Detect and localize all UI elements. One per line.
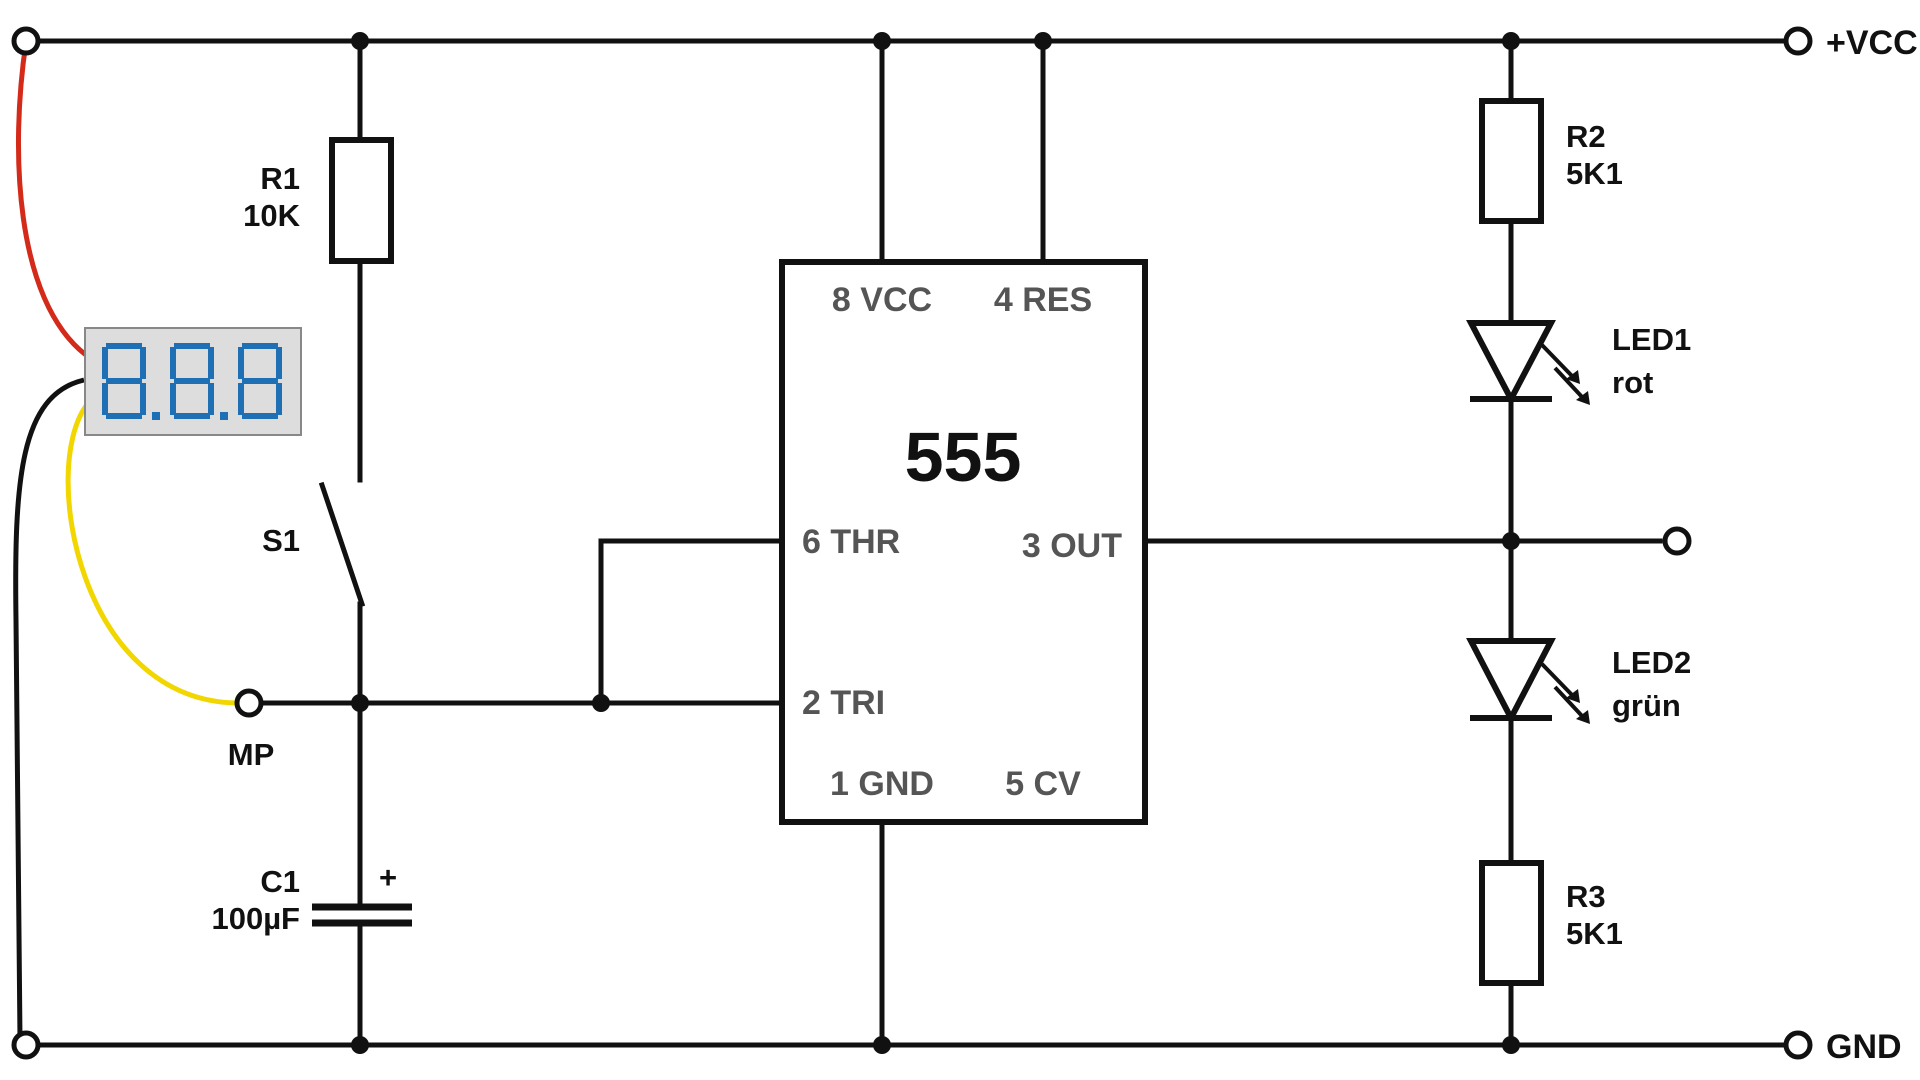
junction-dot bbox=[1502, 32, 1520, 50]
r2-name-label: R2 bbox=[1566, 119, 1606, 154]
terminal-out bbox=[1662, 526, 1692, 556]
mp-label: MP bbox=[228, 737, 275, 772]
ic-pin4-label: 4 RES bbox=[994, 281, 1092, 319]
c1-polarity-label: + bbox=[379, 860, 397, 895]
r3-resistor bbox=[1479, 860, 1544, 986]
yellow-lead-wire bbox=[65, 404, 237, 706]
junction-dot bbox=[592, 694, 610, 712]
led1-arrow-1 bbox=[1566, 370, 1580, 384]
led2-arrow-1 bbox=[1566, 689, 1580, 703]
junction-dot bbox=[351, 32, 369, 50]
led2-arrow-2 bbox=[1576, 710, 1590, 724]
junction-dot bbox=[873, 1036, 891, 1054]
black-lead-wire bbox=[13, 377, 85, 1041]
thr-wire bbox=[598, 538, 785, 706]
terminal-top-left bbox=[11, 26, 41, 56]
ic-pin5-label: 5 CV bbox=[1005, 765, 1081, 803]
r2-resistor bbox=[1479, 98, 1544, 224]
terminal-mp bbox=[234, 688, 264, 718]
ic-pin2-label: 2 TRI bbox=[802, 684, 885, 722]
junction-dot bbox=[1502, 1036, 1520, 1054]
r1-name-label: R1 bbox=[260, 161, 300, 196]
c1-name-label: C1 bbox=[260, 864, 300, 899]
led1-triangle bbox=[1466, 320, 1556, 406]
ic-pin6-label: 6 THR bbox=[802, 523, 900, 561]
junction-dot bbox=[351, 694, 369, 712]
c1-value-label: 100µF bbox=[211, 901, 300, 936]
junction-dots bbox=[351, 32, 1520, 1054]
ic-pin1-label: 1 GND bbox=[830, 765, 934, 803]
seven-segment-digit bbox=[238, 343, 282, 419]
seven-segment-digit bbox=[102, 343, 160, 420]
led1-ray-2 bbox=[1553, 366, 1585, 400]
seven-segment-digit bbox=[170, 343, 228, 420]
s1-name-label: S1 bbox=[262, 523, 300, 558]
led2-triangle bbox=[1466, 638, 1556, 725]
r1-resistor bbox=[329, 137, 394, 264]
r1-value-label: 10K bbox=[243, 198, 300, 233]
led2-color-label: grün bbox=[1612, 688, 1681, 723]
led1-name-label: LED1 bbox=[1612, 322, 1691, 357]
r3-value-label: 5K1 bbox=[1566, 916, 1623, 951]
ic-pin8-label: 8 VCC bbox=[832, 281, 932, 319]
vcc-terminal-label: +VCC bbox=[1826, 24, 1918, 62]
terminal-vcc bbox=[1783, 26, 1813, 56]
led2-ray-2 bbox=[1553, 685, 1585, 719]
s1-switch-lever bbox=[318, 481, 366, 608]
led2-ray-1 bbox=[1540, 662, 1575, 698]
terminal-gnd bbox=[1783, 1030, 1813, 1060]
led1-arrow-2 bbox=[1576, 391, 1590, 405]
voltmeter-display bbox=[84, 327, 302, 436]
ic-name-label: 555 bbox=[905, 418, 1022, 496]
red-lead-wire bbox=[16, 41, 88, 357]
junction-dot bbox=[873, 32, 891, 50]
junction-dot bbox=[1502, 532, 1520, 550]
gnd-terminal-label: GND bbox=[1826, 1028, 1902, 1066]
display-digits bbox=[102, 343, 282, 420]
led2-name-label: LED2 bbox=[1612, 645, 1691, 680]
r2-value-label: 5K1 bbox=[1566, 156, 1623, 191]
r3-name-label: R3 bbox=[1566, 879, 1606, 914]
ic-555-body bbox=[779, 259, 1148, 825]
led1-ray-1 bbox=[1540, 343, 1575, 379]
led1-color-label: rot bbox=[1612, 365, 1653, 400]
junction-dot bbox=[1034, 32, 1052, 50]
junction-dot bbox=[351, 1036, 369, 1054]
terminal-bottom-left bbox=[11, 1030, 41, 1060]
ic-pin3-label: 3 OUT bbox=[1022, 527, 1122, 565]
